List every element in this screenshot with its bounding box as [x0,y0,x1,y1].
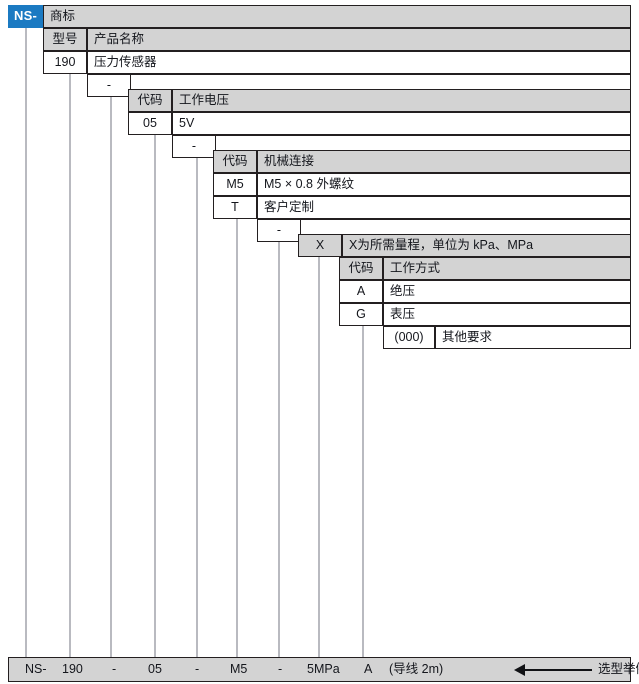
mechanical-row-code-2: T [213,196,257,219]
connector-line-8 [318,257,320,657]
mode-desc-header: 工作方式 [383,257,631,280]
brand-prefix-chip: NS- [8,5,43,28]
arrow-left-icon [514,658,592,681]
connector-line-5 [196,150,198,657]
voltage-code-header: 代码 [128,89,172,112]
mechanical-code-header: 代码 [213,150,257,173]
connector-line-2 [69,74,71,657]
mode-code-header: 代码 [339,257,383,280]
mechanical-row-code-1: M5 [213,173,257,196]
connector-line-6 [236,219,238,657]
range-code-header: X [298,234,342,257]
example-token-8: A [364,662,373,676]
brand-header-cell: 商标 [43,5,631,28]
example-label: 选型举例 [598,662,639,676]
separator-dash-2: - [172,135,216,158]
range-desc-header: X为所需量程，单位为 kPa、MPa [342,234,631,257]
example-token-7: 5MPa [307,662,340,676]
example-token-5: M5 [230,662,248,676]
mode-row-code-1: A [339,280,383,303]
example-token-1: 190 [62,662,83,676]
mechanical-row-desc-2: 客户定制 [257,196,631,219]
mode-row-desc-2: 表压 [383,303,631,326]
connector-line-1 [25,28,27,657]
voltage-desc-header: 工作电压 [172,89,631,112]
model-row-desc: 压力传感器 [87,51,631,74]
separator-dash-1: - [87,74,131,97]
example-token-2: - [112,662,117,676]
mode-row-desc-1: 绝压 [383,280,631,303]
mechanical-desc-header: 机械连接 [257,150,631,173]
example-token-9: (导线 2m) [389,662,444,676]
example-token-3: 05 [148,662,162,676]
mode-row-code-2: G [339,303,383,326]
connector-line-3 [110,89,112,657]
separator-dash-3: - [257,219,301,242]
connector-line-9 [362,326,364,657]
voltage-row-desc: 5V [172,112,631,135]
model-code-header: 型号 [43,28,87,51]
voltage-row-code: 05 [128,112,172,135]
example-strip: NS- 190 - 05 - M5 - 5MPa A (导线 2m) 选型举例 [8,657,639,682]
model-row-code: 190 [43,51,87,74]
other-desc-header: 其他要求 [435,326,631,349]
model-desc-header: 产品名称 [87,28,631,51]
example-token-0: NS- [25,662,47,676]
mechanical-row-desc-1: M5 × 0.8 外螺纹 [257,173,631,196]
connector-line-4 [154,135,156,657]
example-token-4: - [195,662,200,676]
other-code-header: (000) [383,326,435,349]
example-token-6: - [278,662,283,676]
connector-line-7 [278,234,280,657]
